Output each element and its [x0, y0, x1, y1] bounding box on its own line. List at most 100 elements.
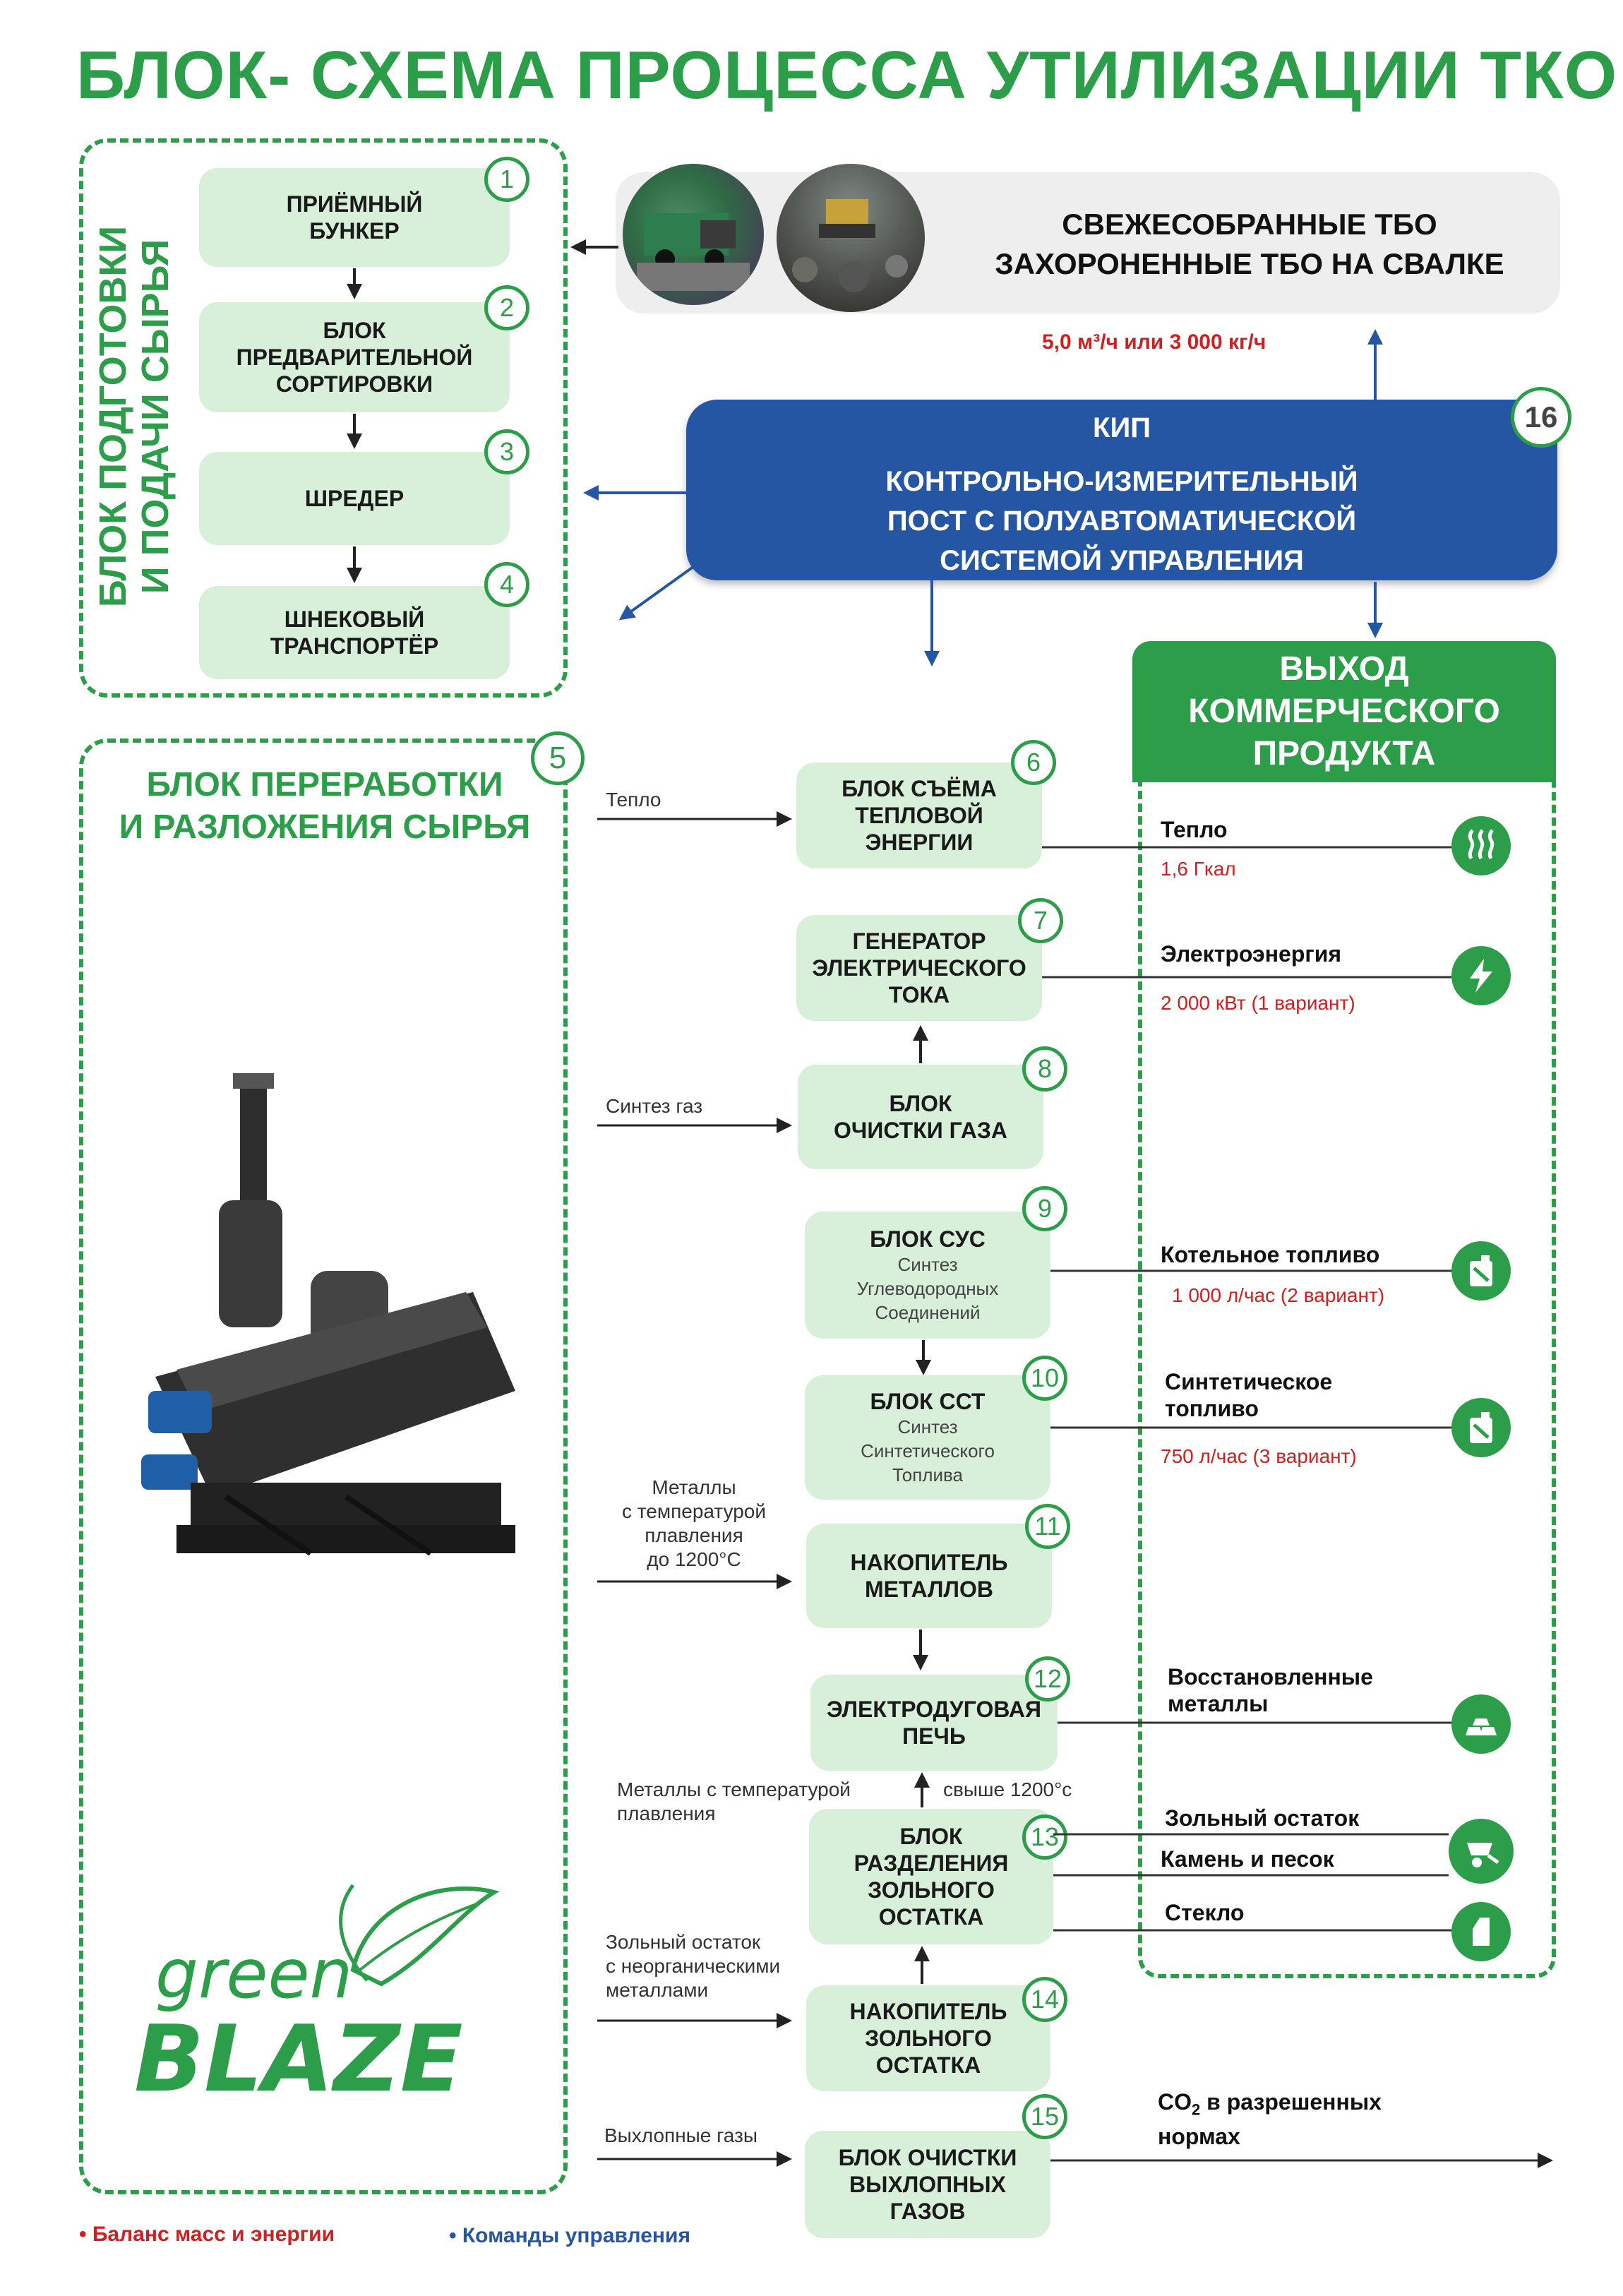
kip-line1: КОНТРОЛЬНО-ИЗМЕРИТЕЛЬНЫЙ: [885, 466, 1358, 497]
processing-block-title: БЛОК ПЕРЕРАБОТКИ И РАЗЛОЖЕНИЯ СЫРЬЯ: [106, 764, 544, 849]
block-6-line2: ТЕПЛОВОЙ: [855, 803, 983, 828]
output-header-line1: ВЫХОД: [1279, 650, 1409, 688]
legend-commands: • Команды управления: [449, 2224, 690, 2248]
output-metals-line2: металлы: [1168, 1691, 1269, 1716]
block-7-line1: ГЕНЕРАТОР: [852, 928, 986, 954]
output-heat-value: 1,6 Гкал: [1161, 858, 1236, 880]
output-synthetic-fuel-value: 750 л/час (3 вариант): [1161, 1445, 1357, 1467]
processing-line1: БЛОК ПЕРЕРАБОТКИ: [146, 766, 503, 803]
input-syngas: Синтез газ: [606, 1095, 703, 1117]
input-ash-line1: Зольный остаток: [606, 1931, 761, 1953]
step-shredder: ШРЕДЕР: [199, 452, 510, 545]
step-4-line1: ШНЕКОВЫЙ: [284, 606, 425, 632]
input-arrows: [597, 811, 792, 2167]
block-14-line3: ОСТАТКА: [875, 2052, 981, 2078]
output-boiler-fuel-value: 1 000 л/час (2 вариант): [1172, 1284, 1385, 1306]
block-10-sub3: Топлива: [892, 1464, 964, 1485]
block-15-line3: ГАЗОВ: [890, 2199, 966, 2224]
block-14-number: 14: [1022, 1977, 1067, 2022]
fuel-canister-icon: [1451, 1398, 1511, 1457]
block-14-line2: ЗОЛЬНОГО: [865, 2026, 992, 2051]
lightning-icon: [1451, 946, 1511, 1005]
input-metals-line2: с температурой: [622, 1500, 766, 1522]
output-metals-title: Восстановленные металлы: [1168, 1663, 1373, 1717]
landfill-photo: [777, 164, 925, 312]
source-line2: ЗАХОРОНЕННЫЕ ТБО НА СВАЛКЕ: [995, 247, 1504, 280]
block-13-line2: РАЗДЕЛЕНИЯ: [854, 1850, 1009, 1876]
block-11-line2: МЕТАЛЛОВ: [865, 1577, 993, 1602]
output-co2-line2: нормах: [1158, 2124, 1240, 2150]
block-10-title: БЛОК ССТ: [870, 1389, 986, 1414]
prep-block-frame: [79, 138, 568, 698]
processing-line2: И РАЗЛОЖЕНИЯ СЫРЬЯ: [119, 808, 531, 846]
input-ash-line3: металлами: [606, 1979, 709, 2001]
output-electricity-value: 2 000 кВт (1 вариант): [1161, 992, 1355, 1014]
kip-line2: ПОСТ С ПОЛУАВТОМАТИЧЕСКОЙ: [887, 506, 1357, 537]
kip-title: КИП: [1093, 412, 1151, 443]
step-1-line2: БУНКЕР: [309, 218, 400, 244]
step-3-line1: ШРЕДЕР: [304, 486, 405, 511]
output-synthetic-fuel-line2: топливо: [1165, 1396, 1259, 1421]
block-7-line3: ТОКА: [888, 982, 950, 1008]
block-6-number: 6: [1011, 740, 1056, 785]
output-glass-title: Стекло: [1165, 1900, 1245, 1925]
output-electricity-title: Электроэнергия: [1161, 941, 1342, 967]
block-9-number: 9: [1022, 1186, 1067, 1231]
output-header-line2: КОММЕРЧЕСКОГО: [1188, 693, 1500, 730]
pyrolysis-machine-illustration: [134, 1059, 544, 1610]
middle-chain-arrows: [913, 1025, 931, 1984]
input-metals-high-temp: свыше 1200°с: [943, 1778, 1072, 1800]
input-metals-line3: плавления: [645, 1524, 743, 1546]
block-12-number: 12: [1025, 1656, 1070, 1702]
step-4-number: 4: [484, 562, 529, 607]
output-stone-sand-title: Камень и песок: [1161, 1846, 1334, 1872]
block-7-line2: ЭЛЕКТРИЧЕСКОГО: [812, 955, 1026, 981]
output-header: ВЫХОД КОММЕРЧЕСКОГО ПРОДУКТА: [1132, 641, 1556, 782]
processing-block-frame: [79, 739, 568, 2194]
kip-line3: СИСТЕМОЙ УПРАВЛЕНИЯ: [940, 545, 1304, 576]
source-panel: [616, 172, 1560, 313]
block-10-sub2: Синтетического: [861, 1440, 995, 1461]
kip-command-arrows: [583, 329, 1383, 666]
block-6-line3: ЭНЕРГИИ: [865, 830, 974, 855]
block-12-line2: ПЕЧЬ: [902, 1723, 966, 1749]
block-8-line2: ОЧИСТКИ ГАЗА: [833, 1118, 1008, 1143]
input-metals-high-line1: Металлы с температурой: [617, 1778, 851, 1800]
input-exhaust: Выхлопные газы: [604, 2124, 757, 2146]
garbage-truck-photo: [623, 164, 764, 305]
fuel-canister-icon: [1451, 1241, 1511, 1301]
input-metals-high-line2: плавления: [617, 1802, 716, 1824]
logo-word-blaze: BLAZE: [134, 2005, 463, 2112]
heat-icon: [1451, 816, 1511, 875]
legend-balance: • Баланс масс и энергии: [79, 2223, 335, 2247]
block-14-line1: НАКОПИТЕЛЬ: [849, 1999, 1007, 2024]
block-8-number: 8: [1022, 1046, 1067, 1092]
block-9-sub3: Соединений: [875, 1302, 981, 1323]
block-15-number: 15: [1022, 2094, 1067, 2139]
step-3-number: 3: [484, 429, 529, 474]
output-ash-title: Зольный остаток: [1165, 1805, 1360, 1831]
block-10-sub1: Синтез: [897, 1416, 958, 1437]
block-11-number: 11: [1025, 1504, 1070, 1549]
output-co2-line1: в разрешенных: [1200, 2089, 1382, 2115]
block-6-line1: БЛОК СЪЁМА: [842, 776, 997, 801]
block-8-line1: БЛОК: [889, 1091, 952, 1116]
output-lines: [1042, 846, 1553, 2168]
page-title: БЛОК- СХЕМА ПРОЦЕССА УТИЛИЗАЦИИ ТКО: [76, 37, 1618, 113]
step-2-number: 2: [484, 285, 529, 330]
block-9-sub1: Синтез: [897, 1254, 958, 1275]
kip-text: КИП КОНТРОЛЬНО-ИЗМЕРИТЕЛЬНЫЙ ПОСТ С ПОЛУ…: [686, 408, 1557, 580]
input-ash-line2: с неорганическими: [606, 1955, 781, 1977]
step-2-line2: ПРЕДВАРИТЕЛЬНОЙ: [236, 345, 473, 370]
block-9-sub2: Углеводородных: [856, 1278, 999, 1299]
block-15-line1: БЛОК ОЧИСТКИ: [838, 2145, 1017, 2170]
